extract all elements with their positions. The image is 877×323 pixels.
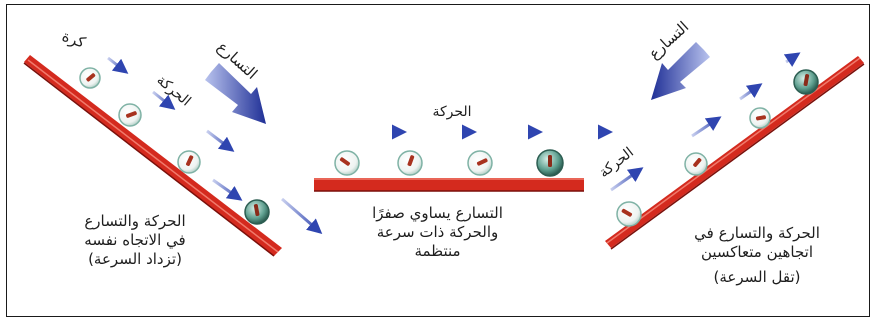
right-motion-arrow-3 — [739, 83, 763, 101]
caption-center-line-2: والحركة ذات سرعة — [376, 222, 499, 241]
ball — [397, 150, 423, 176]
caption-center-line-1: التسارع يساوي صفرًا — [372, 204, 503, 222]
caption-right: الحركة والتسارع في اتجاهين متعاكسين (تقل… — [672, 224, 842, 286]
left-incline-track — [23, 55, 282, 257]
caption-left: الحركة والتسارع في الاتجاه نفسه (تزداد ا… — [60, 212, 210, 268]
center-balls — [334, 149, 564, 177]
left-motion-arrow-5 — [281, 197, 323, 234]
label-center-motion: الحركة — [432, 104, 471, 120]
ball — [244, 199, 270, 225]
ball — [467, 150, 493, 176]
left-motion-arrow-4 — [212, 178, 243, 201]
right-motion-arrow-1 — [610, 167, 644, 192]
left-motion-arrows — [107, 56, 323, 234]
ball — [177, 150, 201, 174]
ball — [684, 152, 708, 176]
left-motion-arrow-1 — [107, 56, 129, 74]
ball — [536, 149, 564, 177]
ball — [793, 69, 819, 95]
ball — [118, 103, 142, 127]
center-flat-track — [314, 178, 584, 192]
ball — [334, 150, 360, 176]
ball — [79, 67, 101, 89]
caption-center: التسارع يساوي صفرًا والحركة ذات سرعة منت… — [350, 204, 525, 260]
right-motion-arrow-4 — [783, 52, 801, 67]
label-left-motion: الحركة — [153, 72, 193, 109]
right-incline-track — [605, 56, 865, 250]
ball — [749, 107, 771, 129]
label-left-ball: كرة — [60, 27, 89, 52]
left-balls — [79, 67, 270, 225]
ball — [616, 201, 642, 227]
caption-right-line-1: الحركة والتسارع في — [694, 224, 820, 242]
caption-center-line-3: منتظمة — [414, 241, 461, 260]
caption-right-line-3: (تقل السرعة) — [713, 267, 801, 286]
caption-right-line-2: اتجاهين متعاكسين — [700, 242, 814, 261]
caption-left-line-2: في الاتجاه نفسه — [84, 230, 186, 249]
left-motion-arrow-3 — [206, 129, 235, 152]
caption-left-line-3: (تزداد السرعة) — [88, 249, 182, 268]
left-acceleration-arrow — [205, 63, 266, 124]
caption-left-line-1: الحركة والتسارع — [84, 212, 186, 230]
right-acceleration-arrow — [651, 42, 710, 100]
right-motion-arrows — [610, 52, 801, 192]
left-motion-arrow-2 — [152, 90, 176, 110]
right-motion-arrow-2 — [691, 116, 722, 138]
right-balls — [616, 69, 819, 227]
figure-border — [6, 4, 870, 317]
